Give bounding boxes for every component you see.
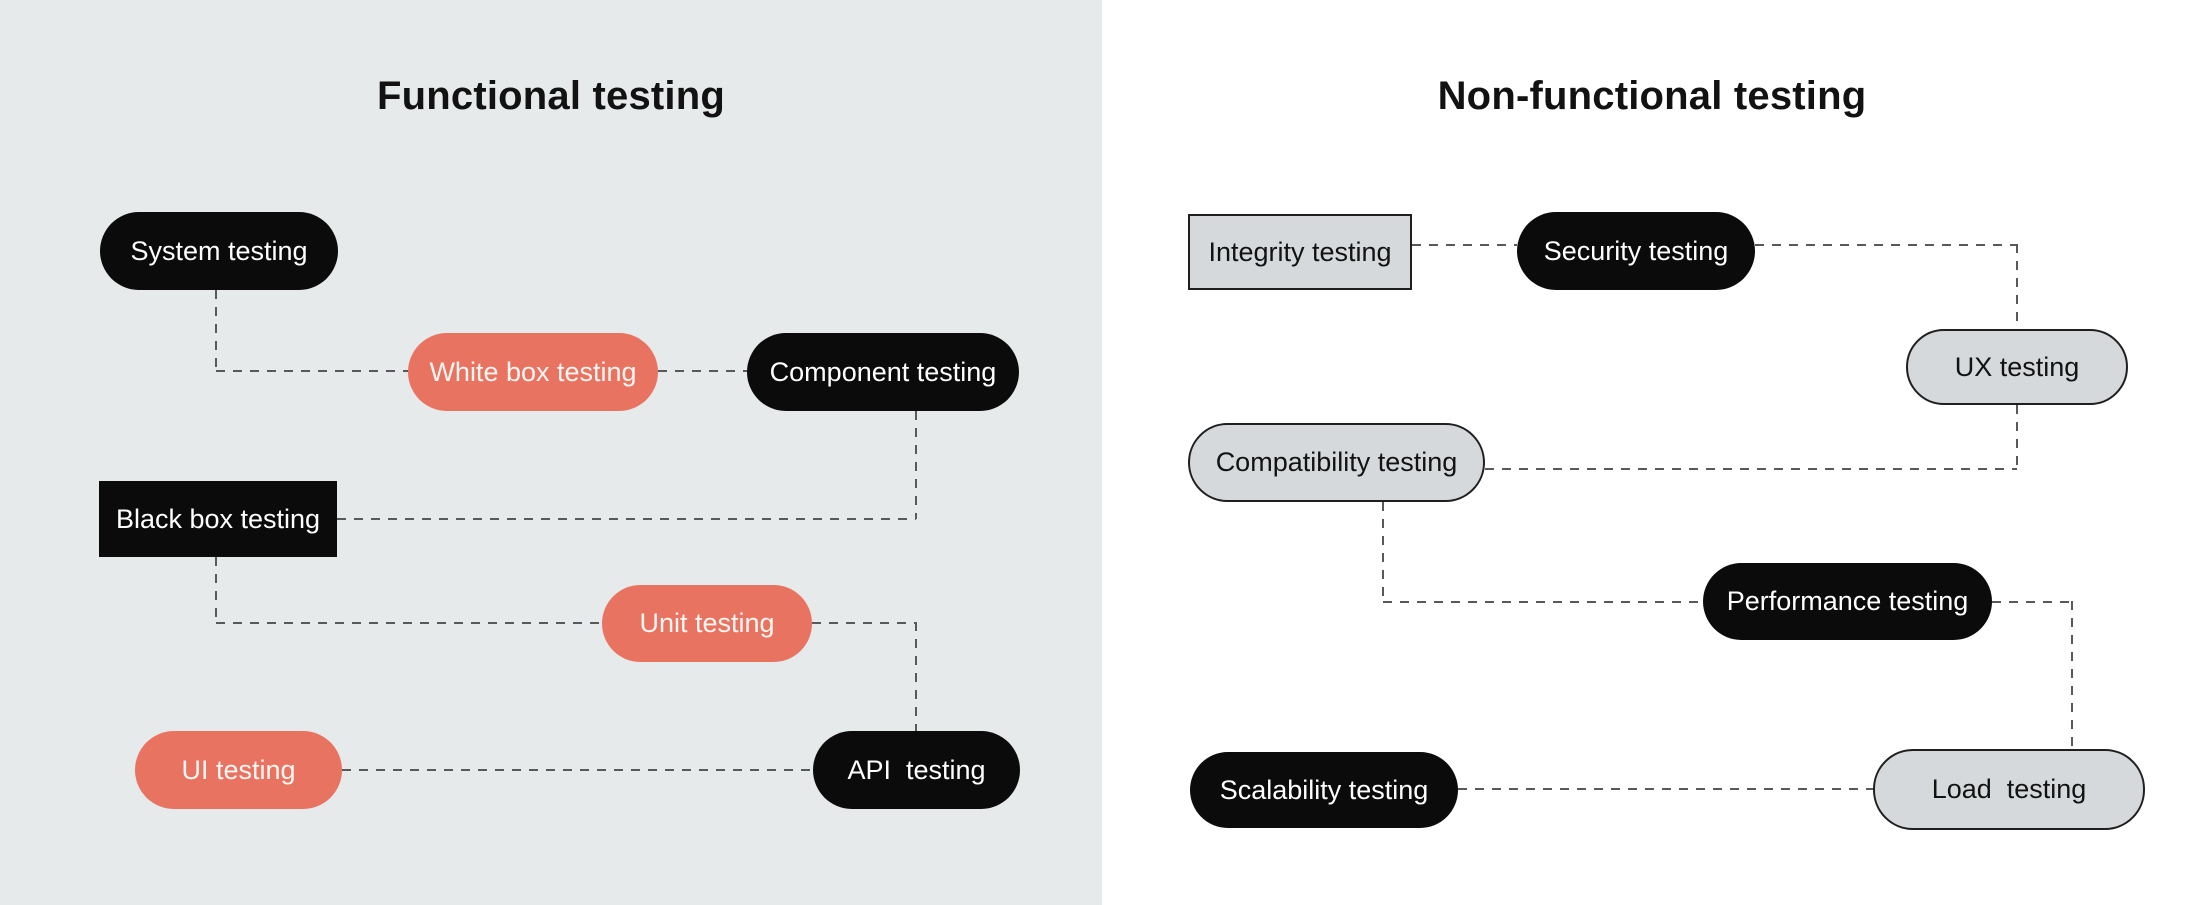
node-ui-testing: UI testing [135, 731, 342, 809]
compatibility-testing-label: Compatibility testing [1215, 447, 1458, 477]
connector-blackbox-to-unit-h [216, 622, 602, 624]
node-unit-testing: Unit testing [602, 585, 812, 662]
functional-testing-title: Functional testing [376, 74, 726, 118]
connector-scalability-to-load-h [1458, 788, 1873, 790]
connector-system-to-whitebox-v [215, 290, 217, 371]
node-white-box-testing: White box testing [408, 333, 658, 411]
component-testing-label: Component testing [769, 356, 997, 387]
node-security-testing: Security testing [1517, 212, 1755, 290]
security-testing-label: Security testing [1543, 235, 1729, 266]
node-api-testing: API testing [813, 731, 1020, 809]
ux-testing-label: UX testing [1954, 351, 2080, 382]
connector-component-to-blackbox-h [337, 518, 916, 520]
unit-testing-label: Unit testing [639, 608, 775, 638]
connector-blackbox-to-unit-v [215, 557, 217, 623]
api-testing-label: API testing [847, 754, 986, 785]
node-scalability-testing: Scalability testing [1190, 752, 1458, 828]
ui-testing-label: UI testing [181, 754, 296, 785]
black-box-testing-label: Black box testing [115, 503, 321, 534]
node-ux-testing: UX testing [1906, 329, 2128, 405]
connector-whitebox-to-component-h [658, 370, 747, 372]
non-functional-testing-title: Non-functional testing [1437, 74, 1867, 118]
node-performance-testing: Performance testing [1703, 563, 1992, 640]
connector-ux-to-compatibility-v [2016, 405, 2018, 469]
connector-component-to-blackbox-v [915, 411, 917, 519]
connector-compatibility-to-perf-v [1382, 502, 1384, 602]
scalability-testing-label: Scalability testing [1219, 774, 1429, 805]
node-integrity-testing: Integrity testing [1188, 214, 1412, 290]
connector-compatibility-to-perf-h [1383, 601, 1703, 603]
connector-unit-to-api-v [915, 622, 917, 731]
node-black-box-testing: Black box testing [99, 481, 337, 557]
white-box-testing-label: White box testing [429, 356, 637, 387]
system-testing-label: System testing [130, 235, 308, 266]
connector-ui-to-api-h [342, 769, 813, 771]
node-system-testing: System testing [100, 212, 338, 290]
node-load-testing: Load testing [1873, 749, 2145, 830]
connector-ux-to-compatibility-h [1485, 468, 2017, 470]
connector-unit-to-api-h [812, 622, 916, 624]
connector-security-to-ux-h [1755, 244, 2017, 246]
load-testing-label: Load testing [1931, 774, 2087, 804]
connector-perf-to-load-v [2071, 601, 2073, 749]
integrity-testing-label: Integrity testing [1208, 236, 1392, 267]
performance-testing-label: Performance testing [1726, 586, 1969, 616]
connector-system-to-whitebox-h [216, 370, 408, 372]
connector-security-to-ux-v [2016, 244, 2018, 329]
connector-perf-to-load-h [1992, 601, 2072, 603]
node-component-testing: Component testing [747, 333, 1019, 411]
node-compatibility-testing: Compatibility testing [1188, 423, 1485, 502]
connector-integrity-to-security-h [1412, 244, 1517, 246]
